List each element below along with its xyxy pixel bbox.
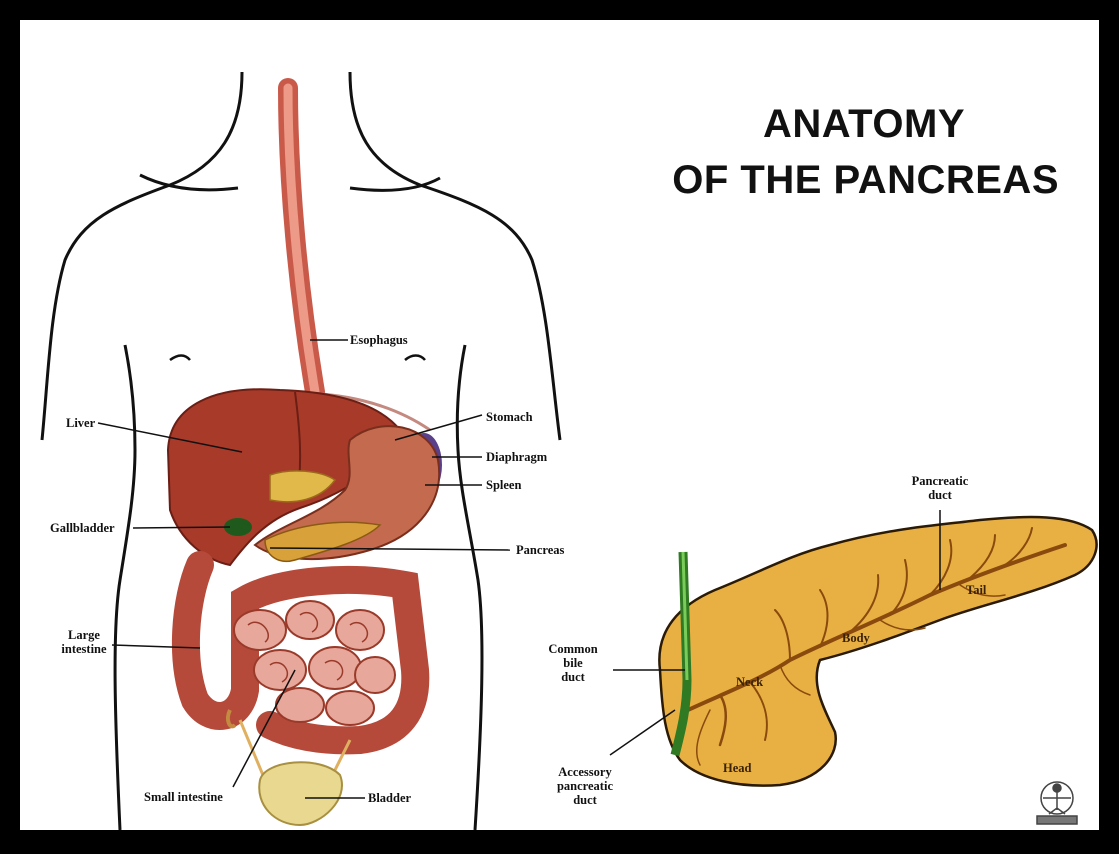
label-body: Body	[842, 631, 870, 646]
logo-mark	[1037, 782, 1077, 824]
label-bladder: Bladder	[368, 791, 411, 805]
small-intestine-coils	[234, 601, 395, 725]
label-small-intestine: Small intestine	[144, 790, 223, 804]
label-accessory-duct-line1: Accessory	[542, 765, 628, 779]
label-pancreatic-duct: Pancreatic duct	[902, 474, 978, 502]
bladder-shape	[259, 762, 342, 825]
label-neck: Neck	[736, 675, 763, 690]
label-head: Head	[723, 761, 751, 776]
title-line-2: OF THE PANCREAS	[672, 158, 1059, 203]
label-large-intestine-line2: intestine	[54, 642, 114, 656]
label-common-bile-duct-line2: bile	[538, 656, 608, 670]
label-accessory-duct-line2: pancreatic	[542, 779, 628, 793]
label-spleen: Spleen	[486, 478, 521, 492]
title-line-1: ANATOMY	[763, 102, 965, 147]
label-large-intestine-line1: Large	[54, 628, 114, 642]
label-large-intestine: Large intestine	[54, 628, 114, 656]
label-accessory-duct: Accessory pancreatic duct	[542, 765, 628, 807]
label-pancreas: Pancreas	[516, 543, 564, 557]
diagram-canvas: ANATOMY OF THE PANCREAS Esophagus Stomac…	[20, 20, 1099, 830]
label-common-bile-duct: Common bile duct	[538, 642, 608, 684]
label-tail: Tail	[966, 583, 986, 598]
label-esophagus: Esophagus	[350, 333, 408, 347]
label-accessory-duct-line3: duct	[542, 793, 628, 807]
label-stomach: Stomach	[486, 410, 533, 424]
label-common-bile-duct-line1: Common	[538, 642, 608, 656]
label-common-bile-duct-line3: duct	[538, 670, 608, 684]
label-gallbladder: Gallbladder	[50, 521, 115, 535]
label-liver: Liver	[66, 416, 95, 430]
label-diaphragm: Diaphragm	[486, 450, 547, 464]
label-pancreatic-duct-line2: duct	[902, 488, 978, 502]
label-pancreatic-duct-line1: Pancreatic	[902, 474, 978, 488]
